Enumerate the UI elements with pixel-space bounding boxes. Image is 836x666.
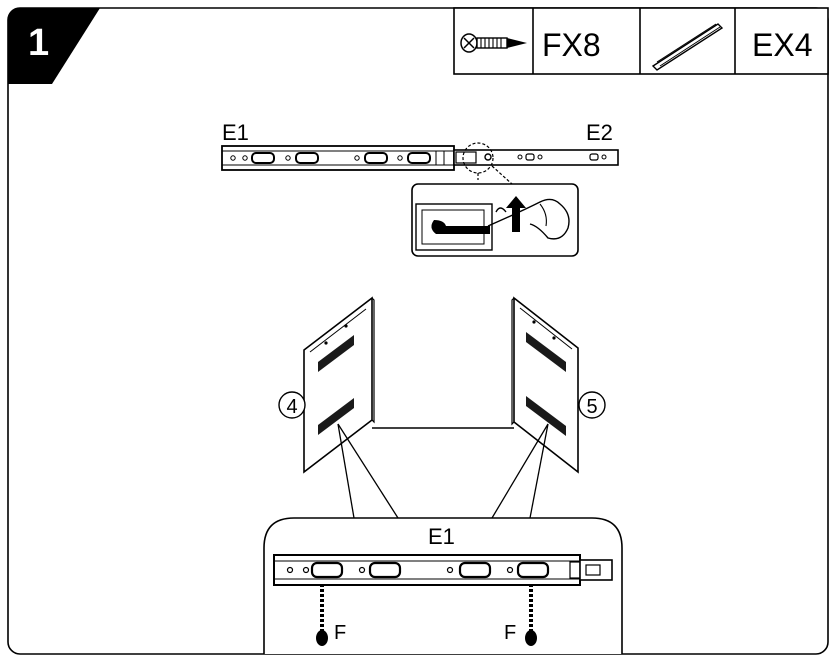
right-rail-slot-upper	[526, 332, 566, 372]
left-side-panel: 4	[278, 296, 375, 474]
panel-number-right: 5	[586, 396, 597, 418]
label-e2: E2	[586, 120, 613, 145]
rail-e1	[221, 145, 455, 171]
left-rail-slot-upper	[318, 335, 354, 372]
rail-e2	[453, 149, 619, 166]
top-rail-assembly: E1 E2	[221, 120, 619, 257]
screw-code: FX8	[542, 27, 601, 63]
step-number: 1	[28, 22, 49, 64]
panel-number-left: 4	[286, 396, 297, 418]
callout-lines	[337, 423, 549, 519]
rail-mounting-detail: E1 F F	[263, 517, 623, 654]
screw-label-right: F	[504, 622, 516, 644]
label-e1: E1	[222, 120, 249, 145]
screw-right: F	[504, 584, 537, 646]
rail-code: EX4	[752, 27, 812, 63]
step-badge: 1	[8, 8, 100, 84]
detail-rail-label: E1	[428, 524, 455, 549]
right-side-panel: 5	[511, 296, 606, 474]
release-lever-highlight	[462, 142, 494, 174]
parts-bar: FX8 EX4	[453, 7, 829, 75]
hand-icon	[487, 198, 570, 240]
screw-left: F	[316, 584, 346, 646]
right-rail-slot-lower	[526, 396, 566, 436]
drawer-rail-icon	[651, 23, 724, 71]
screw-icon	[460, 33, 527, 53]
left-rail-slot-lower	[318, 398, 354, 435]
screw-label-left: F	[334, 622, 346, 644]
release-lever-detail	[411, 183, 579, 257]
